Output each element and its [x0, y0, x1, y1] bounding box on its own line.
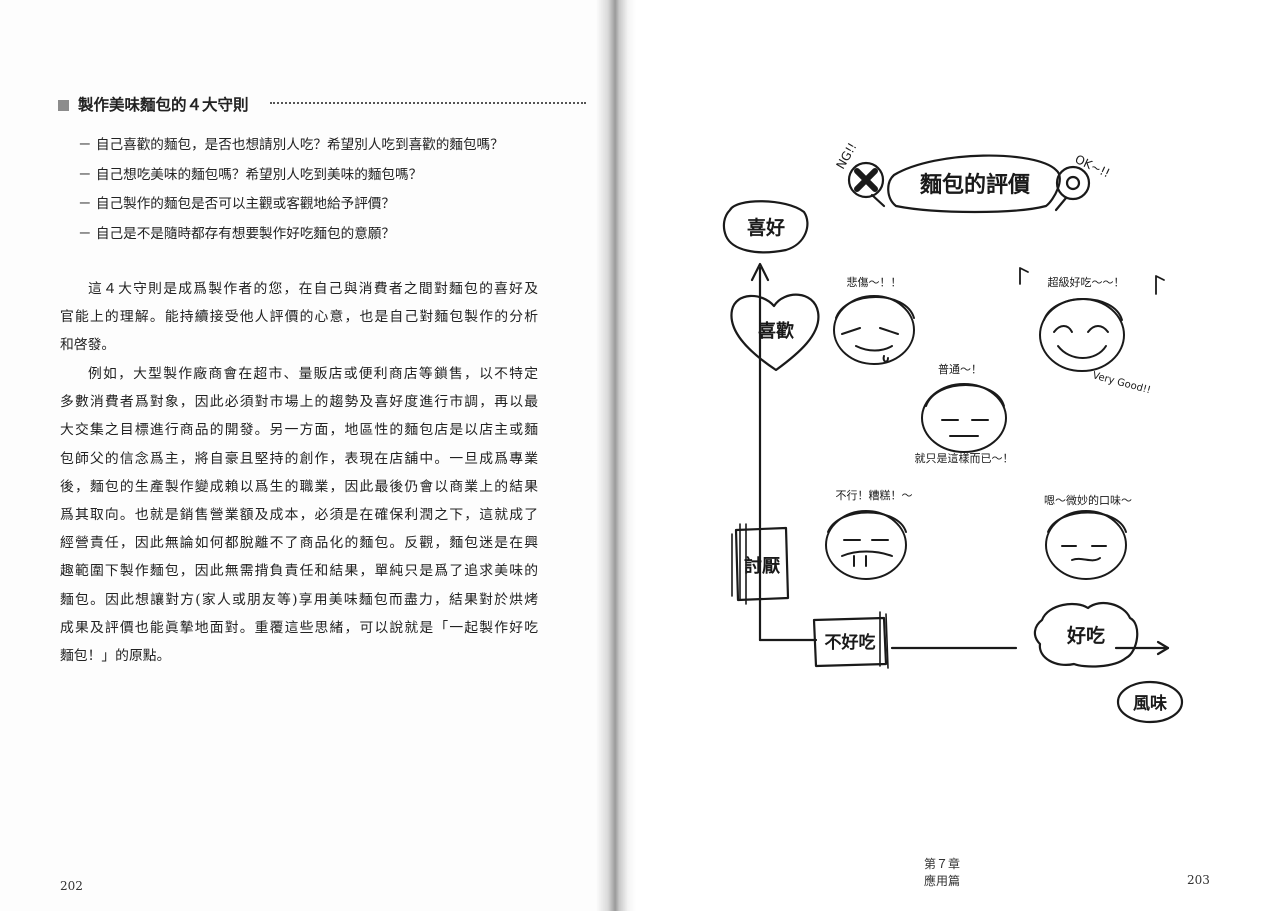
normal-top-caption: 普通～！: [938, 362, 982, 376]
super-good-face: [1039, 298, 1125, 372]
heading-text: 製作美味麵包的４大守則: [78, 96, 249, 114]
text-line: 例如，大型製作廠商會在超市、量販店或便利商店等鎖售，以不特定: [88, 366, 538, 382]
text-line: 和啓發。: [60, 337, 116, 354]
terrible-face: [825, 510, 907, 580]
text-line: 大交集之目標進行商品的開發。另一方面，地區性的麵包店是以店主或麵: [60, 422, 538, 439]
sad-caption: 悲傷～！！: [847, 275, 902, 289]
text-line: 麵包！」的原點。: [60, 648, 171, 665]
very-good-caption: Very Good!!: [1091, 370, 1152, 396]
paragraph-example: 例如，大型製作廠商會在超市、量販店或便利商店等鎖售，以不特定 多數消費者爲對象，…: [60, 360, 538, 670]
flavor-circle: [1116, 680, 1184, 724]
text-line: 麵包。因此想讓對方(家人或朋友等)享用美味麵包而盡力，結果對於烘烤: [60, 591, 538, 608]
ok-sign-icon: [1055, 165, 1091, 201]
dislike-label: 討厭: [744, 555, 780, 577]
music-note-icon: [1019, 267, 1029, 285]
heading-square-icon: [58, 100, 69, 111]
diagram-title: 麵包的評價: [920, 172, 1031, 198]
paragraph-intro: 這４大守則是成爲製作者的您，在自己與消費者之間對麵包的喜好及 官能上的理解。能持…: [60, 275, 538, 360]
bad-taste-box: [812, 616, 888, 668]
terrible-caption: 不行！糟糕！～: [836, 488, 913, 502]
text-line: 包師父的信念爲主，將自豪且堅持的創作，表現在店舖中。一旦成爲專業: [60, 450, 538, 467]
rule-item: － 自己是不是隨時都存有想要製作好吃麵包的意願？: [78, 225, 395, 242]
section-heading: 製作美味麵包的４大守則: [58, 93, 586, 115]
chapter-number: 第７章: [923, 857, 960, 871]
axis-top-label: 喜好: [747, 216, 785, 239]
text-line: 多數消費者爲對象，因此必須對市場上的趨勢及喜好度進行市調，再以最: [60, 394, 538, 411]
like-heart-bubble: [730, 293, 820, 372]
bread-evaluation-diagram: 麵包的評價 NG!! OK~!! 喜好 喜歡 討厭 不好吃 好吃 風味 悲傷～！…: [722, 140, 1184, 724]
title-banner: [887, 154, 1061, 214]
axis-right-label: 風味: [1133, 693, 1167, 714]
text-line: 這４大守則是成爲製作者的您，在自己與消費者之間對麵包的喜好及: [88, 281, 538, 297]
ng-sign-icon: [847, 161, 885, 199]
right-page: [636, 0, 1262, 911]
text-line: 爲其取向。也就是銷售營業額及成本，必須是在確保利潤之下，這就成了: [60, 507, 538, 524]
rule-item: － 自己製作的麵包是否可以主觀或客觀地給予評價？: [78, 196, 395, 212]
heading-dotted-leader: [270, 102, 586, 104]
text-line: 官能上的理解。能持續接受他人評價的心意，也是自己對麵包製作的分析: [60, 309, 538, 326]
strange-caption: 嗯～微妙的口味～: [1044, 493, 1132, 507]
horizontal-axis: [758, 638, 1170, 650]
good-taste-label: 好吃: [1066, 624, 1105, 647]
rules-list: － 自己喜歡的麵包，是否也想請別人吃？希望別人吃到喜歡的麵包嗎？ － 自己想吃美…: [78, 131, 504, 249]
sad-face: [833, 295, 915, 365]
like-label: 喜歡: [758, 320, 794, 342]
left-page-number: 202: [60, 879, 83, 893]
right-page-number: 203: [1187, 873, 1210, 887]
text-line: 趣範圍下製作麵包，因此無需揹負責任和結果，單純只是爲了追求美味的: [60, 563, 538, 580]
chapter-footer: 第７章 應用篇: [894, 856, 990, 890]
text-line: 經營責任，因此無論如何都脫離不了商品化的麵包。反觀，麵包迷是在興: [60, 535, 538, 552]
rule-item: － 自己想吃美味的麵包嗎？希望別人吃到美味的麵包嗎？: [78, 166, 423, 183]
normal-bottom-caption: 就只是這樣而已～！: [915, 451, 1014, 465]
super-good-caption: 超級好吃～～！: [1048, 275, 1125, 289]
ok-label: OK~!!: [1073, 152, 1112, 180]
bad-taste-label: 不好吃: [825, 632, 876, 653]
book-gutter: [596, 0, 636, 911]
text-line: 後，麵包的生產製作變成賴以爲生的職業，因此最後仍會以商業上的結果: [60, 478, 538, 495]
dislike-box: [734, 526, 790, 602]
text-line: 成果及評價也能眞摯地面對。重覆這些思緒，可以說就是「一起製作好吃: [60, 619, 538, 636]
rule-item: － 自己喜歡的麵包，是否也想請別人吃？希望別人吃到喜歡的麵包嗎？: [78, 137, 504, 153]
normal-face: [921, 383, 1007, 453]
left-page: [0, 0, 600, 911]
like-preference-bubble: [722, 200, 809, 254]
strange-face: [1045, 510, 1127, 580]
chapter-title: 應用篇: [923, 874, 960, 888]
music-note-icon: [1155, 275, 1165, 295]
good-taste-cloud: [1033, 601, 1139, 668]
